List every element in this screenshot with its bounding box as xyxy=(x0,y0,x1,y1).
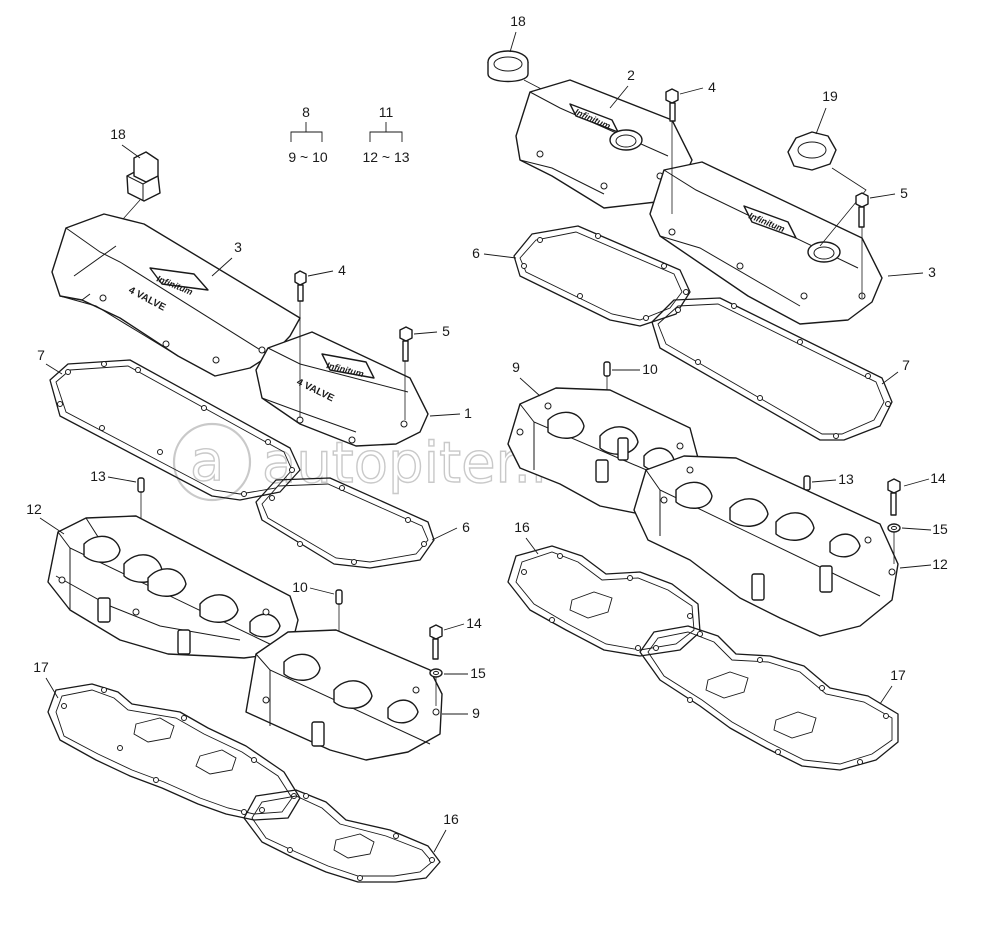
callout-12: 12 xyxy=(26,501,42,517)
callout-7: 7 xyxy=(902,357,910,373)
callout-9: 9 xyxy=(472,705,480,721)
callout-12: 12 xyxy=(932,556,948,572)
watermark-logo xyxy=(172,422,252,502)
callouts: 18 3 4 5 1 7 6 13 12 10 14 15 9 17 16 18… xyxy=(26,13,948,853)
callout-1: 1 xyxy=(464,405,472,421)
breather-cap-part xyxy=(487,50,625,133)
washer-part xyxy=(887,523,901,564)
breather-cap-part xyxy=(114,151,161,229)
carrier-gasket-long-part xyxy=(639,625,899,771)
callout-2: 2 xyxy=(627,67,635,83)
valve-cover-long-part: Infinitum 4 VALVE xyxy=(51,213,301,377)
bolt-part xyxy=(887,478,901,516)
group-children-label: 12 ~ 13 xyxy=(362,149,409,165)
bolt-part xyxy=(399,326,413,420)
bolt-part xyxy=(665,88,679,214)
callout-4: 4 xyxy=(338,262,346,278)
gasket-short-part xyxy=(255,477,435,569)
callout-15: 15 xyxy=(932,521,948,537)
carrier-gasket-short-part xyxy=(243,789,441,883)
callout-6: 6 xyxy=(472,245,480,261)
callout-5: 5 xyxy=(442,323,450,339)
callout-17: 17 xyxy=(33,659,49,675)
bolt-part xyxy=(429,624,443,660)
callout-9: 9 xyxy=(512,359,520,375)
gasket-short-part xyxy=(513,225,691,327)
callout-13: 13 xyxy=(90,468,106,484)
carrier-gasket-short-part xyxy=(507,545,701,657)
group-bracket-8: 8 9 ~ 10 xyxy=(288,104,328,165)
callout-14: 14 xyxy=(930,470,946,486)
callout-10: 10 xyxy=(292,579,308,595)
callout-14: 14 xyxy=(466,615,482,631)
group-parent-label: 8 xyxy=(302,104,310,120)
rocker-carrier-long-part xyxy=(47,515,299,659)
callout-3: 3 xyxy=(234,239,242,255)
valve-cover-short-part: Infinitum 4 VALVE xyxy=(255,331,429,447)
callout-18: 18 xyxy=(110,126,126,142)
rocker-carrier-short-part xyxy=(245,629,443,761)
callout-16: 16 xyxy=(443,811,459,827)
valve-cover-lower-part: Infinitum xyxy=(649,161,883,325)
callout-6: 6 xyxy=(462,519,470,535)
watermark-logo-letter: a xyxy=(190,429,224,494)
callout-16: 16 xyxy=(514,519,530,535)
bolt-part xyxy=(294,270,307,418)
group-parent-label: 11 xyxy=(379,104,394,120)
callout-3: 3 xyxy=(928,264,936,280)
callout-5: 5 xyxy=(900,185,908,201)
oil-filler-cap-part xyxy=(787,131,867,247)
callout-18: 18 xyxy=(510,13,526,29)
callout-15: 15 xyxy=(470,665,486,681)
callout-13: 13 xyxy=(838,471,854,487)
gasket-long-part xyxy=(49,359,301,501)
callout-10: 10 xyxy=(642,361,658,377)
callout-17: 17 xyxy=(890,667,906,683)
bolt-part xyxy=(855,192,869,298)
callout-7: 7 xyxy=(37,347,45,363)
rocker-carrier-long-part xyxy=(633,455,899,637)
group-children-label: 9 ~ 10 xyxy=(288,149,328,165)
callout-19: 19 xyxy=(822,88,838,104)
group-bracket-11: 11 12 ~ 13 xyxy=(362,104,409,165)
callout-4: 4 xyxy=(708,79,716,95)
washer-part xyxy=(429,668,443,706)
gasket-long-part xyxy=(651,297,893,441)
